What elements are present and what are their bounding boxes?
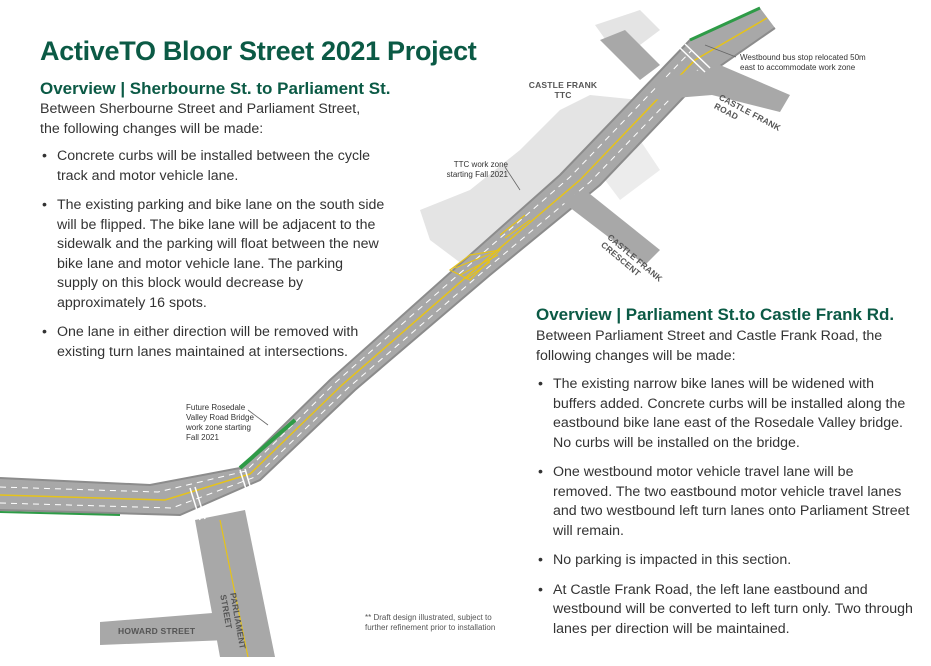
ttc-leader: [504, 166, 521, 191]
section2-bullet: At Castle Frank Road, the left lane east…: [536, 581, 916, 640]
bus-leader: [704, 44, 737, 58]
section1-heading: Overview | Sherbourne St. to Parliament …: [40, 79, 391, 98]
section2-intro: Between Parliament Street and Castle Fra…: [536, 328, 883, 364]
castle-frank-ttc-label: CASTLE FRANK TTC: [528, 80, 598, 100]
ttc-station-area: [420, 95, 640, 270]
castle-frank-road: [650, 65, 790, 112]
south-curb: [0, 27, 776, 517]
bike-lane-bridge: [238, 418, 297, 470]
section2-bullets: The existing narrow bike lanes will be w…: [536, 375, 916, 649]
howard-street-label: HOWARD STREET: [118, 626, 196, 636]
howard-street-road: [100, 612, 228, 645]
draft-footnote: ** Draft design illustrated, subject to …: [365, 613, 496, 632]
bridge-leader: [247, 409, 269, 426]
bus-stop-label: Westbound bus stop relocated 50m east to…: [740, 53, 866, 72]
parliament-centre: [219, 519, 249, 657]
castle-frank-crescent-road: [560, 190, 660, 265]
section1-bullet: The existing parking and bike lane on th…: [40, 196, 385, 313]
section1-bullet: Concrete curbs will be installed between…: [40, 147, 385, 186]
median-hatch: [448, 214, 531, 281]
section1-bullet: One lane in either direction will be rem…: [40, 323, 385, 362]
north-side-road: [600, 30, 660, 80]
lane-line-north: [0, 49, 693, 493]
lane-line-south: [0, 69, 699, 509]
section2-heading: Overview | Parliament St.to Castle Frank…: [536, 305, 895, 324]
section2-bullet: No parking is impacted in this section.: [536, 551, 916, 571]
page-title: ActiveTO Bloor Street 2021 Project: [40, 36, 477, 66]
section2-bullet: The existing narrow bike lanes will be w…: [536, 375, 916, 453]
ttc-work-zone-label: TTC work zone starting Fall 2021: [446, 160, 508, 179]
bike-lane-west: [0, 511, 121, 516]
section1-bullets: Concrete curbs will be installed between…: [40, 147, 385, 372]
crosswalks: [189, 43, 711, 521]
section1-intro: Between Sherbourne Street and Parliament…: [40, 101, 361, 137]
bike-lane-east: [689, 6, 761, 42]
bridge-work-zone-label: Future Rosedale Valley Road Bridge work …: [186, 403, 254, 442]
north-curb: [0, 7, 761, 487]
section2-bullet: One westbound motor vehicle travel lane …: [536, 463, 916, 541]
